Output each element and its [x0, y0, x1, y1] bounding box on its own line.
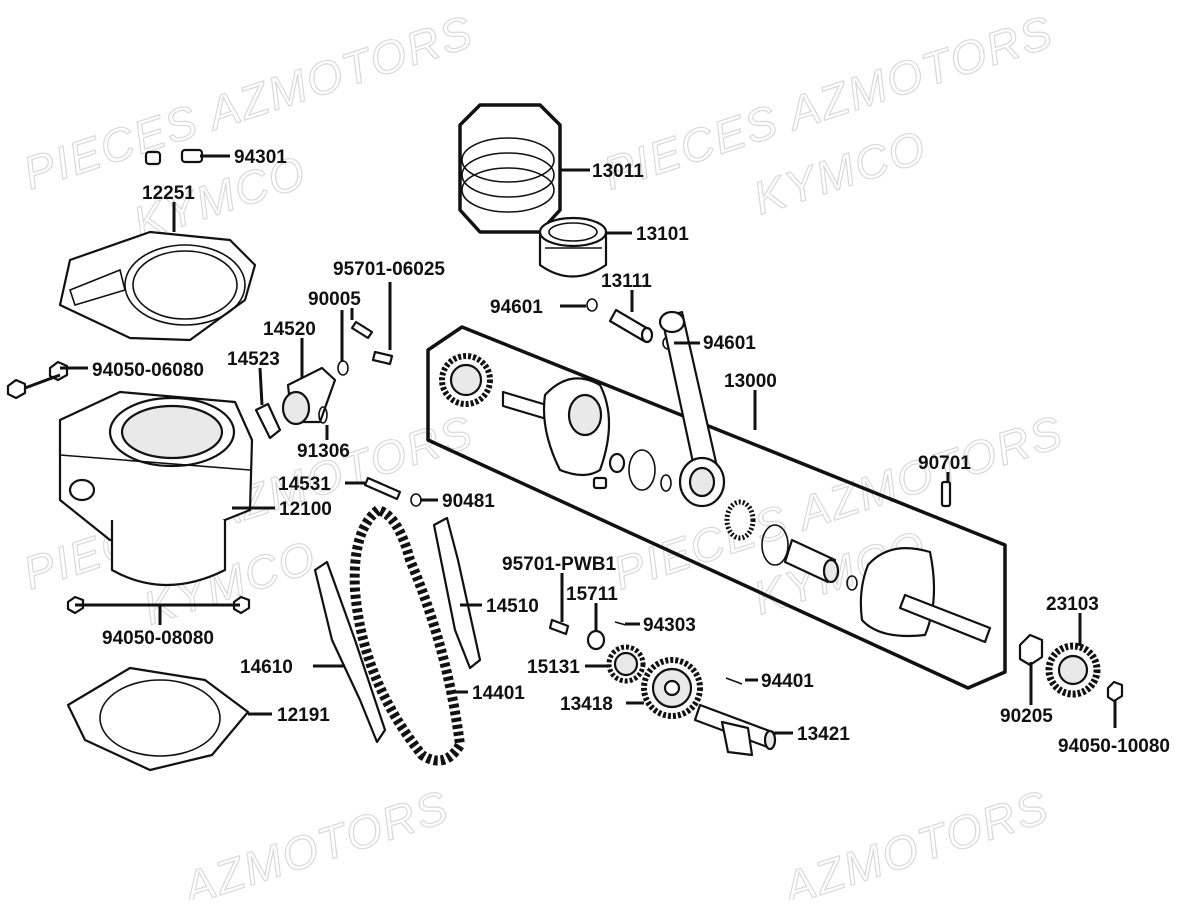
crank-pin-part: [592, 476, 608, 490]
piston-ring-frame: [458, 103, 562, 234]
callout-label: 90481: [442, 491, 495, 512]
right-crank-half-part: [859, 547, 992, 644]
connecting-rod-part: [658, 310, 726, 508]
cam-chain-part: [349, 504, 466, 766]
chain-guide-part: [432, 516, 482, 670]
balancer-shaft-part: [693, 703, 777, 757]
callout-label: 94050-08080: [102, 628, 214, 649]
balancer-gear-part: [641, 657, 703, 719]
callout-label: 90005: [308, 289, 361, 310]
guide-bolt-part: [363, 476, 422, 507]
watermark-text: AZMOTORS: [774, 780, 1055, 900]
woodruff-key-part: [940, 480, 952, 508]
needle-bearing-part: [724, 499, 756, 541]
thrust-washer-part: [628, 449, 656, 491]
primary-gear-part: [1045, 642, 1101, 698]
callout-label: 94303: [643, 615, 696, 636]
callout-label: 14610: [240, 657, 293, 678]
callout-label: 94050-06080: [92, 360, 204, 381]
spacer-part: [660, 474, 672, 492]
chain-tensioner-part: [281, 366, 337, 426]
callout-label: 14510: [486, 596, 539, 617]
pin-part: [614, 621, 627, 626]
crank-gear-part: [439, 353, 493, 407]
pin-clip-part: [586, 298, 598, 312]
callout-label: 94301: [234, 147, 287, 168]
callout-label: 15711: [566, 584, 618, 605]
callout-label: 95701-PWB1: [502, 554, 616, 575]
callout-label: 90205: [1000, 706, 1053, 727]
callout-label: 14401: [472, 683, 525, 704]
callout-label: 14531: [278, 474, 331, 495]
callout-label: 90701: [918, 453, 971, 474]
callout-label: 13111: [601, 271, 652, 292]
tensioner-bolt-part: [337, 320, 394, 376]
callout-label: 95701-06025: [333, 259, 445, 280]
piston-rings-part: [461, 137, 555, 213]
cylinder-part: [58, 390, 254, 587]
callout-label: 12251: [142, 183, 195, 204]
tensioner-gasket-part: [254, 402, 282, 440]
callout-label: 12100: [279, 499, 332, 520]
nut-part: [1018, 633, 1044, 667]
callout-label: 13418: [560, 694, 613, 715]
nut-part: [6, 360, 69, 400]
chain-tensioner-guide-part: [313, 560, 387, 744]
callout-label: 15131: [527, 657, 580, 678]
seal-part: [318, 406, 328, 424]
left-crank-half-part: [501, 377, 611, 477]
callout-label: 14523: [227, 349, 280, 370]
nut-part: [66, 595, 251, 615]
spacer-part: [846, 575, 858, 591]
bearing-ring-part: [608, 452, 626, 474]
callout-label: 13421: [797, 724, 850, 745]
key-part: [725, 677, 743, 685]
callout-label: 14520: [263, 319, 316, 340]
washer-part: [586, 629, 606, 651]
callout-label: 13101: [636, 224, 689, 245]
crank-pin-sleeve-part: [783, 538, 840, 584]
small-gear-part: [606, 644, 646, 684]
callout-label: 94601: [703, 333, 756, 354]
crankshaft-kit-frame: [426, 325, 1007, 690]
dowel-pin-part: [144, 148, 204, 166]
callout-label: 13000: [724, 371, 777, 392]
piston-part: [538, 216, 608, 278]
callout-label: 91306: [297, 441, 350, 462]
callout-label: 12191: [277, 705, 330, 726]
thrust-washer-part: [761, 524, 789, 566]
base-gasket-part: [66, 666, 250, 772]
piston-pin-part: [608, 308, 654, 344]
watermark-text: AZMOTORS: [174, 780, 455, 900]
head-gasket-part: [58, 230, 257, 342]
bolt-part: [548, 618, 570, 636]
nut-part: [1106, 680, 1124, 703]
callout-label: 94401: [761, 671, 814, 692]
callout-label: 94050-10080: [1058, 736, 1170, 757]
callout-label: 13011: [592, 161, 644, 182]
leader-lines: [24, 154, 1117, 735]
callout-label: 94601: [490, 297, 543, 318]
callout-label: 23103: [1046, 594, 1099, 615]
